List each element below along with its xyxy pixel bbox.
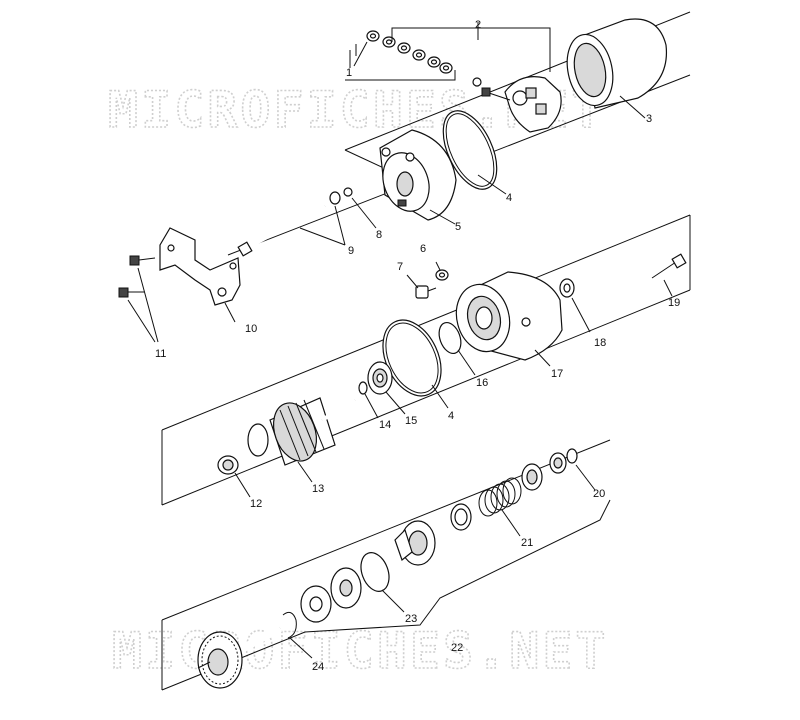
brush-holder-assembly [481, 76, 562, 133]
callout-23: 23 [405, 613, 417, 625]
pinion-shaft [197, 624, 282, 689]
through-bolt [237, 191, 341, 257]
callout-3: 3 [646, 113, 652, 125]
callout-5: 5 [455, 221, 461, 233]
callout-18: 18 [594, 337, 606, 349]
end-cover [379, 129, 457, 221]
callout-7: 7 [397, 261, 403, 273]
callout-9: 9 [348, 245, 354, 257]
nut-washer-set [366, 30, 482, 87]
callout-19: 19 [668, 297, 680, 309]
o-ring-16 [438, 321, 462, 355]
callout-4-upper: 4 [506, 192, 512, 204]
callout-labels: 1 2 3 4 5 6 7 8 9 10 11 12 13 14 15 16 1… [155, 19, 680, 673]
bushing [217, 455, 239, 475]
housing-bolt [651, 253, 687, 279]
yoke-housing [566, 18, 668, 109]
thrust-washer [300, 585, 332, 623]
callout-16: 16 [476, 377, 488, 389]
o-ring-23 [360, 552, 390, 592]
callout-2: 2 [475, 19, 481, 31]
mounting-bracket [159, 227, 241, 306]
snap-ring-20 [549, 448, 578, 474]
callout-10: 10 [245, 323, 257, 335]
callout-13: 13 [312, 483, 324, 495]
bearing [367, 361, 393, 395]
callout-15: 15 [405, 415, 417, 427]
callout-8: 8 [376, 229, 382, 241]
terminal-bolt [415, 285, 437, 299]
callout-11: 11 [155, 348, 166, 360]
bracket-bolts [118, 255, 156, 298]
overrunning-clutch [394, 520, 436, 566]
gear-housing [455, 271, 563, 361]
small-o-ring [343, 187, 353, 197]
callout-24: 24 [312, 661, 324, 673]
callout-17: 17 [551, 368, 563, 380]
callout-20: 20 [593, 488, 605, 500]
clutch-plate [330, 567, 362, 609]
callout-14: 14 [379, 419, 391, 431]
callout-6: 6 [420, 243, 426, 255]
watermark-bottom: MICROFICHES.NET [112, 622, 609, 680]
callout-4-middle: 4 [448, 410, 454, 422]
callout-22: 22 [451, 642, 463, 654]
armature [247, 397, 357, 466]
spring-set [450, 463, 543, 531]
callout-1: 1 [346, 67, 352, 79]
callout-21: 21 [521, 537, 533, 549]
callout-12: 12 [250, 498, 262, 510]
washer-14 [358, 381, 368, 395]
terminal-nut [435, 269, 449, 281]
